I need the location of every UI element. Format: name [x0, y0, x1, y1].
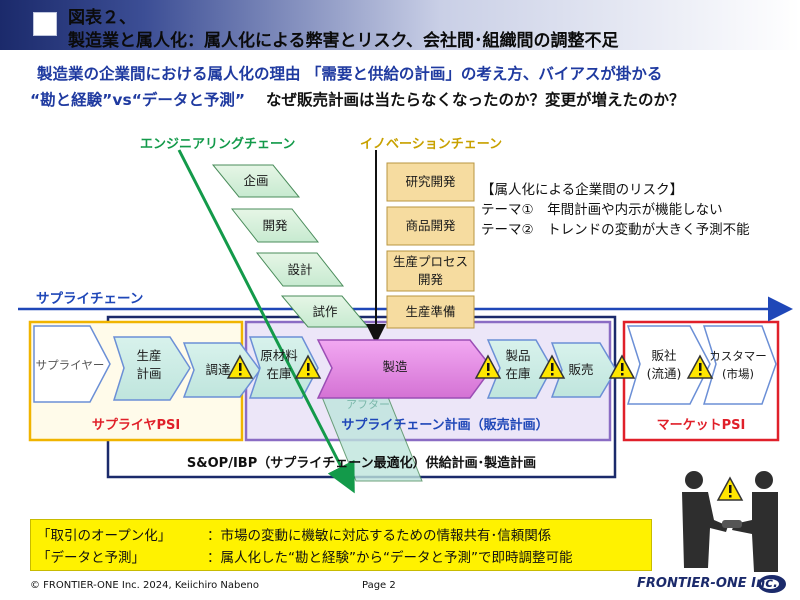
- supply-label-after: アフター: [346, 398, 390, 411]
- sales-chevron: [550, 342, 617, 398]
- material-stock-chevron: [248, 336, 319, 399]
- supplier-psi-label: サプライヤPSI: [91, 418, 181, 433]
- supply-label-sales: 販売: [568, 362, 594, 377]
- inno-step-research: [386, 162, 475, 202]
- inno-step-product-dev: [386, 206, 475, 246]
- warning-icon-handshake: [716, 476, 744, 501]
- supply-label-production-plan: 生産 計画: [136, 348, 162, 381]
- inno-step-process-dev: [386, 250, 475, 292]
- supplier-chevron: [33, 325, 111, 403]
- note-row-2: 「データと予測」 ：属人化した“勘と経験”から“データと予測”で即時調整可能: [37, 546, 572, 566]
- subtitle-question: なぜ販売計画は当たらなくなったのか？変更が増えたのか？: [266, 91, 685, 109]
- figure-number: 図表２、: [68, 8, 136, 28]
- handshake-icon: [682, 471, 778, 572]
- distributor-chevron: [626, 325, 711, 405]
- supply-label-product-stock: 製品 在庫: [505, 348, 531, 381]
- eng-label-prototype: 試作: [312, 304, 338, 319]
- risk-theme1: テーマ① 年間計画や内示が機能しない: [481, 202, 723, 218]
- note2-key: 「データと予測」: [37, 550, 145, 566]
- warning-icon-5: [608, 354, 636, 379]
- note1-key: 「取引のオープン化」: [37, 528, 172, 544]
- market-psi-label: マーケットPSI: [656, 418, 746, 433]
- warning-icon-3: [474, 354, 502, 379]
- eng-label-planning: 企画: [243, 173, 269, 188]
- warning-icon-2: [294, 354, 322, 379]
- subtitle-quote: “勘と経験”vs“データと予測”: [30, 91, 246, 109]
- warning-icon-4: [538, 354, 566, 379]
- production-plan-chevron: [112, 336, 191, 401]
- warning-icon-6: [686, 354, 714, 379]
- page-title: 製造業と属人化：属人化による弊害とリスク、会社間･組織間の調整不足: [68, 31, 619, 51]
- notes-box: 「取引のオープン化」 ：市場の変動に機敏に対応するための情報共有･信頼関係 「デー…: [30, 519, 652, 571]
- inno-step-preparation: [386, 295, 475, 329]
- warning-icon-1: [226, 354, 254, 379]
- eng-step-design: [255, 252, 345, 287]
- customer-chevron: [702, 325, 777, 405]
- supply-label-distributor: 販社 (流通): [646, 348, 682, 381]
- product-stock-chevron: [486, 339, 553, 399]
- eng-label-design: 設計: [287, 262, 313, 277]
- note1-value: ：市場の変動に機敏に対応するための情報共有･信頼関係: [207, 528, 552, 544]
- risk-title: 【属人化による企業間のリスク】: [481, 182, 684, 198]
- subtitle-line1: 製造業の企業間における属人化の理由 「需要と供給の計画」の考え方、バイアスが掛か…: [37, 65, 663, 83]
- header-square-icon: [33, 12, 57, 36]
- inno-label-product-dev: 商品開発: [405, 218, 456, 233]
- engineering-arrow: [177, 149, 355, 494]
- footer-page-number: Page 2: [362, 580, 396, 591]
- supply-label-manufacturing: 製造: [382, 359, 408, 374]
- inno-label-preparation: 生産準備: [405, 304, 456, 319]
- manufacturing-chevron: [316, 339, 493, 399]
- supply-label-material-stock: 原材料 在庫: [260, 348, 298, 381]
- footer-logo-text: FRONTIER-ONE Inc.: [637, 576, 778, 591]
- supply-plan-label: サプライチェーン計画（販売計画）: [341, 418, 549, 433]
- innovation-chain-label: イノベーションチェーン: [360, 137, 503, 152]
- supply-label-procurement: 調達: [205, 362, 231, 377]
- sop-label: S&OP/IBP（サプライチェーン最適化）供給計画･製造計画: [186, 456, 537, 471]
- eng-step-planning: [211, 164, 301, 198]
- footer-copyright: © FRONTIER-ONE Inc. 2024, Keiichiro Nabe…: [30, 580, 259, 591]
- engineering-chain-label: エンジニアリングチェーン: [140, 137, 296, 152]
- subtitle-line2: “勘と経験”vs“データと予測” なぜ販売計画は当たらなくなったのか？変更が増え…: [30, 88, 685, 110]
- risk-theme2: テーマ② トレンドの変動が大きく予測不能: [481, 222, 750, 238]
- eng-step-development: [230, 208, 320, 243]
- supply-label-customer: カスタマー (市場): [709, 349, 767, 381]
- eng-label-development: 開発: [262, 218, 288, 233]
- inno-label-research: 研究開発: [405, 174, 456, 189]
- supply-label-supplier: サプライヤー: [35, 358, 105, 372]
- inno-label-process-dev: 生産プロセス 開発: [392, 254, 468, 287]
- note2-value: ：属人化した“勘と経験”から“データと予測”で即時調整可能: [207, 550, 573, 566]
- note-row-1: 「取引のオープン化」 ：市場の変動に機敏に対応するための情報共有･信頼関係: [37, 524, 551, 544]
- header-bar: [0, 0, 800, 50]
- risk-block: 【属人化による企業間のリスク】 テーマ① 年間計画や内示が機能しない テーマ② …: [481, 180, 750, 240]
- supply-chain-label: サプライチェーン: [36, 291, 144, 307]
